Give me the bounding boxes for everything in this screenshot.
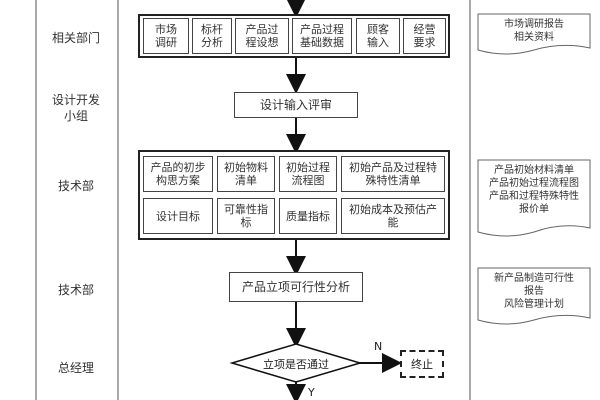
doc-market-research-report: 市场调研报告 相关资料 xyxy=(504,19,564,43)
lane-label-related-depts: 相关部门 xyxy=(51,31,100,45)
input-product-process-data: 产品过程 基础数据 xyxy=(292,18,352,54)
decision-diamond xyxy=(229,343,363,383)
lane-dividers xyxy=(35,0,471,400)
input-business-requirements: 经营 要求 xyxy=(403,18,446,54)
document-shapes xyxy=(477,13,591,325)
decision-yes-label: Y xyxy=(308,386,315,399)
tech-reliability-index: 可靠性指 标 xyxy=(217,198,275,234)
tech-design-goals: 设计目标 xyxy=(143,198,213,234)
lane-label-general-manager: 总经理 xyxy=(57,361,94,375)
lane-label-tech-dept: 技术部 xyxy=(57,179,94,193)
tech-cost-capacity: 初始成本及预估产 能 xyxy=(341,198,445,234)
tech-special-characteristics: 初始产品及过程特 殊特性清单 xyxy=(341,156,445,192)
lane-label-design-team: 设计开发 小组 xyxy=(51,93,100,123)
terminate-box: 终止 xyxy=(400,350,444,378)
input-customer-input: 顾客 输入 xyxy=(356,18,400,54)
flow-arrows xyxy=(286,0,402,400)
decision-label: 立项是否通过 xyxy=(263,358,329,371)
doc-initial-materials: 产品初始材料清单 产品初始过程流程图 产品和过程特殊特性 报价单 xyxy=(489,165,579,215)
input-benchmark-analysis: 标杆 分析 xyxy=(192,18,232,54)
tech-quality-index: 质量指标 xyxy=(279,198,337,234)
doc-feasibility-report: 新产品制造可行性 报告 风险管理计划 xyxy=(494,273,574,310)
decision-no-label: N xyxy=(374,340,383,353)
design-input-review-box: 设计输入评审 xyxy=(234,92,358,118)
tech-initial-process-flow: 初始过程 流程图 xyxy=(279,156,337,192)
tech-initial-concept: 产品的初步 构思方案 xyxy=(143,156,213,192)
lane-label-tech-dept-2: 技术部 xyxy=(57,283,94,297)
feasibility-analysis-box: 产品立项可行性分析 xyxy=(229,272,363,302)
input-market-research: 市场 调研 xyxy=(143,18,189,54)
tech-initial-bom: 初始物料 清单 xyxy=(217,156,275,192)
input-product-process-concept: 产品过 程设想 xyxy=(235,18,289,54)
